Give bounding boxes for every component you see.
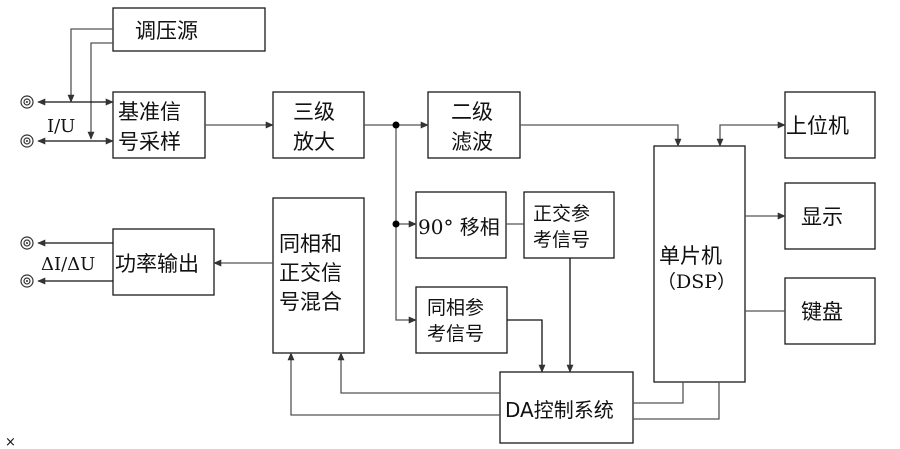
- three-stage-amp-label-1: 三级: [293, 100, 335, 124]
- arrow-up-icon: [337, 352, 345, 361]
- arrow-left-icon: [37, 239, 46, 247]
- phase-shift-90-label: 90° 移相: [418, 215, 500, 239]
- terminal-jack-icon: [20, 134, 34, 148]
- arrow-right-icon: [777, 212, 786, 220]
- connector-lines: [38, 28, 785, 420]
- display-block: 显示: [784, 182, 876, 250]
- display-label: 显示: [801, 205, 843, 229]
- arrow-right-icon: [777, 121, 786, 129]
- keyboard-label: 键盘: [801, 300, 843, 324]
- junction-dot: [392, 220, 400, 228]
- quadrature-ref-block: 正交参 考信号: [523, 191, 615, 259]
- arrow-left-icon: [213, 259, 222, 267]
- two-stage-filter-block: 二级 滤波: [427, 91, 521, 159]
- output-label: ΔI/ΔU: [41, 254, 95, 275]
- terminal-jack-icon: [20, 236, 34, 250]
- phase-shift-90-block: 90° 移相: [415, 191, 507, 259]
- ref-sampling-block: 基准信 号采样: [112, 91, 206, 159]
- mixer-block: 同相和 正交信 号混合: [272, 197, 365, 354]
- arrow-right-icon: [105, 98, 114, 106]
- arrow-left-icon: [37, 137, 46, 145]
- arrow-right-icon: [420, 121, 429, 129]
- two-stage-filter-label-2: 滤波: [451, 130, 493, 154]
- input-label: I/U: [47, 116, 75, 137]
- three-stage-amp-label-2: 放大: [293, 130, 335, 154]
- power-output-block: 功率输出: [112, 228, 215, 296]
- keyboard-block: 键盘: [784, 277, 876, 345]
- arrow-down-icon: [87, 131, 95, 140]
- mcu-block: 单片机 （DSP）: [653, 145, 746, 383]
- quadrature-ref-label-2: 考信号: [533, 229, 590, 251]
- arrow-down-icon: [566, 364, 574, 373]
- inphase-ref-block: 同相参 考信号: [415, 286, 508, 354]
- arrow-right-icon: [265, 121, 274, 129]
- three-stage-amp-block: 三级 放大: [272, 91, 365, 159]
- output-terminal-jacks: [20, 236, 34, 288]
- host-pc-label: 上位机: [786, 114, 849, 138]
- mixer-label-1: 同相和: [279, 232, 342, 256]
- quadrature-ref-label-1: 正交参: [533, 203, 590, 225]
- two-stage-filter-label-1: 二级: [451, 100, 493, 124]
- arrow-left-icon: [37, 277, 46, 285]
- arrow-left-icon: [37, 98, 46, 106]
- voltage-source-label: 调压源: [135, 19, 198, 43]
- terminal-jack-icon: [20, 274, 34, 288]
- inphase-ref-label-2: 考信号: [427, 323, 484, 345]
- host-pc-block: 上位机: [784, 91, 876, 159]
- arrow-down-icon: [67, 94, 75, 103]
- voltage-source-block: 调压源: [112, 7, 266, 52]
- mcu-label-1: 单片机: [659, 244, 722, 268]
- arrow-up-icon: [287, 352, 295, 361]
- arrow-down-icon: [716, 138, 724, 147]
- corner-mark: ×: [5, 435, 16, 449]
- arrow-right-icon: [408, 220, 417, 228]
- mixer-label-2: 正交信: [279, 261, 342, 285]
- inphase-ref-label-1: 同相参: [427, 297, 484, 319]
- arrow-right-icon: [105, 137, 114, 145]
- arrow-down-icon: [538, 364, 546, 373]
- junction-dot: [392, 121, 400, 129]
- mixer-label-3: 号混合: [279, 290, 342, 314]
- da-control-label: DA控制系统: [505, 398, 614, 422]
- ref-sampling-label-1: 基准信: [118, 100, 181, 124]
- terminal-jack-icon: [20, 95, 34, 109]
- ref-sampling-label-2: 号采样: [118, 130, 181, 154]
- arrow-right-icon: [408, 316, 417, 324]
- arrowheads: [37, 94, 786, 373]
- mcu-label-2: （DSP）: [657, 271, 736, 293]
- da-control-block: DA控制系统: [499, 371, 634, 444]
- input-terminal-jacks: [20, 95, 34, 148]
- power-output-label: 功率输出: [115, 252, 199, 276]
- arrow-down-icon: [674, 138, 682, 147]
